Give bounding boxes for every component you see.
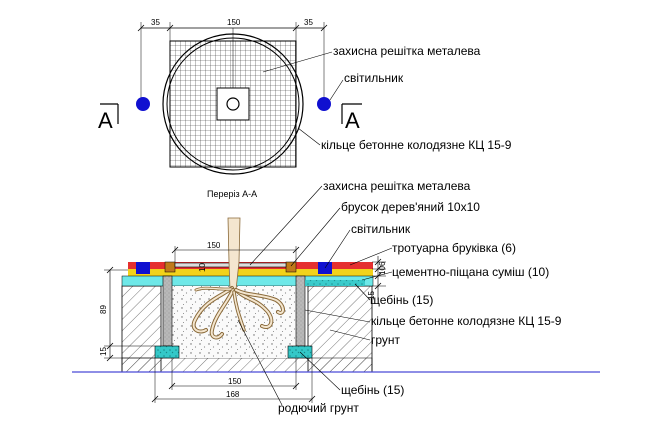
section-lamp-left [136,262,150,274]
section-letter-left: А [98,108,113,133]
plan-dimension-row: 35 150 35 [137,18,328,100]
section-label-grate: захисна решітка металева [323,179,471,193]
section-mark-right: А [341,103,362,133]
section-label-sand-mix: цементно-піщана суміш (10) [392,265,549,279]
plan-dim-center: 150 [227,18,241,27]
section-dim-left-89: 89 [99,305,108,314]
plan-label-grate: захисна решітка металева [333,44,481,58]
section-label-gravel-bottom: щебінь (15) [341,383,404,397]
section-label-gravel-top: щебінь (15) [370,293,433,307]
plan-dim-left: 35 [151,18,160,27]
plan-trunk-opening [216,87,250,121]
section-dim-right-6: 6 [378,261,387,266]
section-label-paving: тротуарна бруківка (6) [392,241,516,255]
beam-right [285,261,297,273]
beam-left [164,261,176,273]
section-dim-left: 89 15 [99,266,155,362]
section-label-soil: грунт [371,333,401,347]
plan-dim-right: 35 [304,18,313,27]
section-dim-top: 150 10 [171,241,300,272]
section-label-lamp: світильник [351,222,411,236]
paving-yellow-layer [128,269,373,276]
ring-wall-right [295,275,306,347]
section-mark-left: А [98,103,119,133]
gravel-foot-left [154,345,180,359]
section-label-beam: брусок дерев'яний 10х10 [341,200,480,214]
section-leaders [237,185,393,406]
section-dim-beam-10: 10 [198,263,207,272]
plan-label-lamp: світильник [344,71,404,85]
plan-lamp-right [317,97,331,111]
section-dim-top-150: 150 [207,241,221,250]
section-view: Переріз А-А [72,179,600,415]
section-dim-left-15: 15 [99,347,108,356]
plan-lamp-left [136,97,150,111]
section-label-fertile-soil: родючий грунт [278,401,359,415]
section-dim-bottom: 150 168 [151,358,316,403]
tree-roots [191,286,285,340]
plan-label-ring: кільце бетонне колодязне КЦ 15-9 [321,138,512,152]
section-dim-right-15: 15 [367,291,376,300]
section-label-ring: кільце бетонне колодязне КЦ 15-9 [371,314,562,328]
plan-view: 35 150 35 А А захисна реш [98,18,512,175]
section-letter-right: А [345,108,360,133]
ring-wall-left [162,275,173,347]
section-dim-bottom-168: 168 [226,390,240,399]
section-dim-bottom-150: 150 [228,377,242,386]
plan-trunk-circle [226,97,240,111]
section-title: Переріз А-А [207,189,257,199]
section-dim-right-10: 10 [378,266,387,275]
